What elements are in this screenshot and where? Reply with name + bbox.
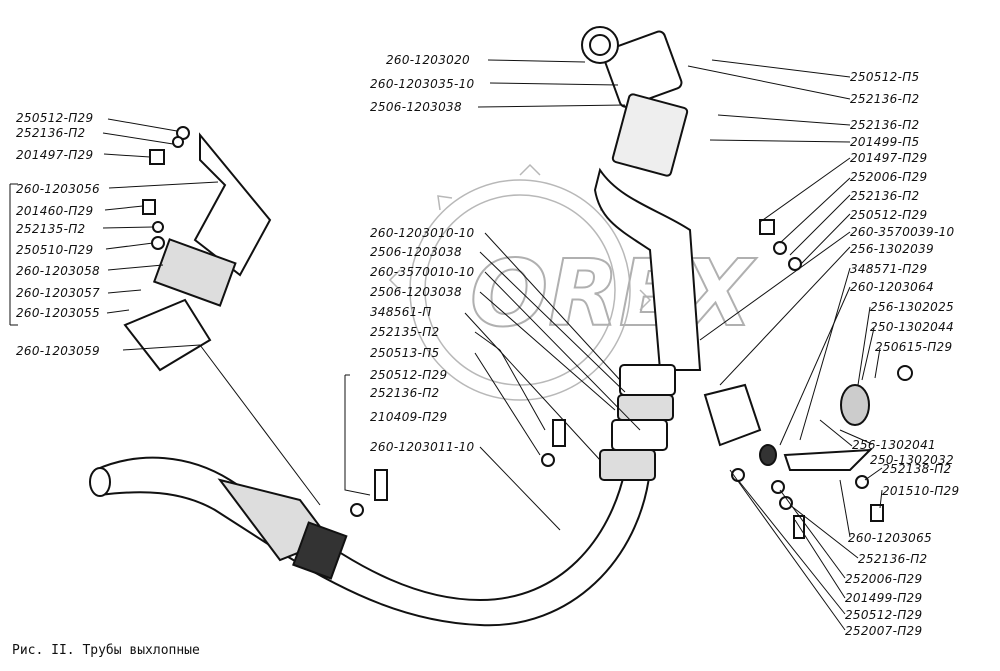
- middle-flange-stack: [599, 364, 676, 481]
- label-260-1203058: 260-1203058: [16, 264, 100, 278]
- leader-lines: [9, 59, 883, 631]
- label-252136-p2-mid: 252136-П2: [370, 386, 440, 400]
- label-252136-p2: 252136-П2: [16, 126, 86, 140]
- label-252136-p2-r2: 252136-П2: [850, 118, 920, 132]
- label-250510-p29: 250510-П29: [16, 243, 94, 257]
- label-260-3570010-10: 260-3570010-10: [370, 265, 475, 279]
- upper-exhaust-pipe: [581, 26, 702, 371]
- label-260-1203010-10: 260-1203010-10: [370, 226, 475, 240]
- label-252006-p29-r: 252006-П29: [850, 170, 928, 184]
- label-250-1302044: 250-1302044: [870, 320, 954, 334]
- label-260-1203057: 260-1203057: [16, 286, 100, 300]
- label-260-1203020: 260-1203020: [386, 53, 470, 67]
- watermark: OREX: [388, 163, 758, 401]
- label-260-1203011-10: 260-1203011-10: [370, 440, 475, 454]
- label-250513-p5: 250513-П5: [370, 346, 440, 360]
- label-348571-p29: 348571-П29: [850, 262, 928, 276]
- figure-caption: Рис. II. Трубы выхлопные: [12, 643, 200, 658]
- label-250512-p5: 250512-П5: [850, 70, 920, 84]
- label-256-1302039: 256-1302039: [850, 242, 934, 256]
- label-252135-p2-mid: 252135-П2: [370, 325, 440, 339]
- label-260-1203056: 260-1203056: [16, 182, 100, 196]
- label-2506-1203038-low: 2506-1203038: [370, 285, 462, 299]
- label-256-1302041: 256-1302041: [852, 438, 936, 452]
- label-250512-p29-b: 250512-П29: [845, 608, 923, 622]
- label-250512-p29-r: 250512-П29: [850, 208, 928, 222]
- label-260-3570039-10: 260-3570039-10: [850, 225, 955, 239]
- label-201497-p29-r: 201497-П29: [850, 151, 928, 165]
- label-252007-p29-b: 252007-П29: [845, 624, 923, 638]
- label-201460-p29: 201460-П29: [16, 204, 94, 218]
- label-252136-p2-r3: 252136-П2: [850, 189, 920, 203]
- watermark-text: OREX: [470, 240, 757, 347]
- label-252138-p2: 252138-П2: [882, 462, 952, 476]
- label-250512-p29: 250512-П29: [16, 111, 94, 125]
- label-260-1203035-10: 260-1203035-10: [370, 77, 475, 91]
- right-mount-assembly: [703, 219, 913, 471]
- label-2506-1203038-top: 2506-1203038: [370, 100, 462, 114]
- label-260-1203059: 260-1203059: [16, 344, 100, 358]
- label-260-1203065: 260-1203065: [848, 531, 932, 545]
- label-260-1203064: 260-1203064: [850, 280, 934, 294]
- label-2506-1203038-mid: 2506-1203038: [370, 245, 462, 259]
- label-250615-p29: 250615-П29: [875, 340, 953, 354]
- label-252136-p2-r1: 252136-П2: [850, 92, 920, 106]
- label-252135-p2: 252135-П2: [16, 222, 86, 236]
- label-201499-p29-b: 201499-П29: [845, 591, 923, 605]
- label-201510-p29: 201510-П29: [882, 484, 960, 498]
- label-201499-p5: 201499-П5: [850, 135, 920, 149]
- label-252136-p2-b: 252136-П2: [858, 552, 928, 566]
- left-bracket-assembly: [123, 126, 272, 372]
- label-252006-p29-b: 252006-П29: [845, 572, 923, 586]
- label-201497-p29: 201497-П29: [16, 148, 94, 162]
- label-256-1302025: 256-1302025: [870, 300, 954, 314]
- label-250-1302032: 250-1302032: [870, 453, 954, 467]
- label-250512-p29-mid: 250512-П29: [370, 368, 448, 382]
- label-260-1203055: 260-1203055: [16, 306, 100, 320]
- label-210409-p29: 210409-П29: [370, 410, 448, 424]
- lower-exhaust-pipe: [89, 456, 652, 627]
- label-348561-p: 348561-П: [370, 305, 432, 319]
